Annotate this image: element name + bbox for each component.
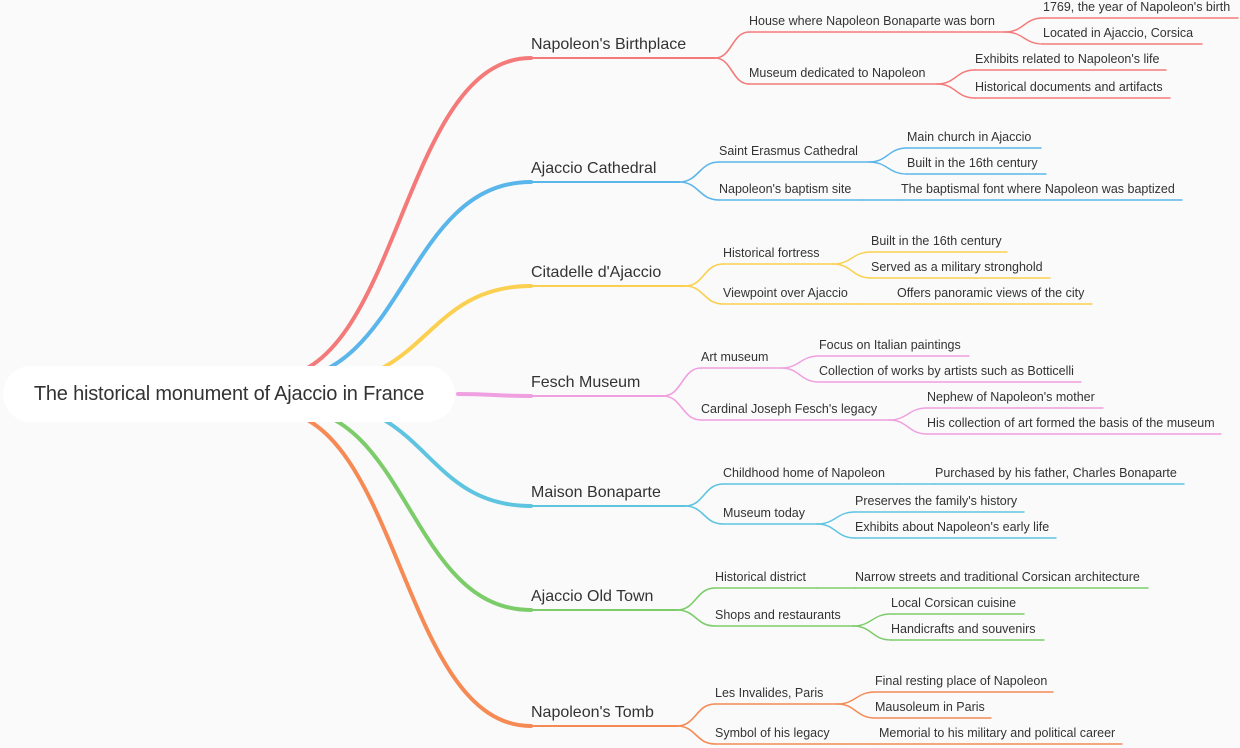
sub-connector (662, 395, 702, 421)
branch-label[interactable]: Citadelle d'Ajaccio (531, 264, 662, 281)
leaf-label[interactable]: Mausoleum in Paris (875, 700, 985, 714)
sub-connector (684, 505, 724, 525)
leaf-label[interactable]: Exhibits about Napoleon's early life (855, 520, 1050, 534)
subtopic-label[interactable]: Art museum (701, 350, 769, 364)
leaf-connector (780, 355, 820, 369)
leaf-label[interactable]: Collection of works by artists such as B… (819, 364, 1074, 378)
leaf-label[interactable]: Built in the 16th century (907, 156, 1038, 170)
leaf-connector (868, 161, 908, 175)
sub-connector (684, 483, 724, 507)
sub-connector (714, 57, 750, 85)
sub-connector (676, 703, 716, 727)
sub-connector (676, 725, 716, 745)
leaf-label[interactable]: Final resting place of Napoleon (875, 674, 1048, 688)
branch-connector (268, 56, 533, 380)
branch-label[interactable]: Ajaccio Old Town (531, 588, 654, 605)
leaf-label[interactable]: Offers panoramic views of the city (897, 286, 1085, 300)
subtopic-label[interactable]: Childhood home of Napoleon (723, 466, 885, 480)
leaf-label[interactable]: 1769, the year of Napoleon's birth (1043, 0, 1231, 14)
root-node[interactable]: The historical monument of Ajaccio in Fr… (3, 366, 455, 422)
subtopic-label[interactable]: Les Invalides, Paris (715, 686, 824, 700)
branch-label[interactable]: Napoleon's Birthplace (531, 36, 687, 53)
sub-connector (678, 181, 720, 201)
branch-connector (268, 408, 533, 728)
subtopic-label[interactable]: Historical fortress (723, 246, 820, 260)
leaf-label[interactable]: His collection of art formed the basis o… (927, 416, 1215, 430)
leaf-label[interactable]: Built in the 16th century (871, 234, 1002, 248)
sub-connector (676, 609, 716, 627)
leaf-label[interactable]: Purchased by his father, Charles Bonapar… (935, 466, 1177, 480)
sub-connector (714, 31, 750, 59)
leaf-connector (1004, 17, 1044, 33)
leaf-label[interactable]: Served as a military stronghold (871, 260, 1043, 274)
subtopic-label[interactable]: Museum dedicated to Napoleon (749, 66, 926, 80)
sub-connector (684, 285, 724, 305)
leaf-connector (852, 613, 892, 627)
subtopic-label[interactable]: Napoleon's baptism site (719, 182, 852, 196)
branch-connector (456, 392, 533, 398)
branch-label[interactable]: Maison Bonaparte (531, 484, 661, 501)
leaf-label[interactable]: Main church in Ajaccio (907, 130, 1032, 144)
leaf-label[interactable]: Focus on Italian paintings (819, 338, 961, 352)
leaf-label[interactable]: Memorial to his military and political c… (879, 726, 1116, 740)
sub-connector (676, 587, 716, 611)
leaf-label[interactable]: Handicrafts and souvenirs (891, 622, 1036, 636)
leaf-label[interactable]: Nephew of Napoleon's mother (927, 390, 1095, 404)
sub-connector (684, 263, 724, 287)
subtopic-label[interactable]: Saint Erasmus Cathedral (719, 144, 858, 158)
subtopic-label[interactable]: Viewpoint over Ajaccio (723, 286, 848, 300)
leaf-connector (836, 691, 876, 705)
subtopic-label[interactable]: Historical district (715, 570, 806, 584)
leaf-connector (888, 419, 928, 435)
branch-label[interactable]: Ajaccio Cathedral (531, 160, 657, 177)
leaf-label[interactable]: Located in Ajaccio, Corsica (1043, 26, 1194, 40)
leaf-label[interactable]: Preserves the family's history (855, 494, 1018, 508)
leaf-connector (868, 147, 908, 163)
leaf-connector (936, 83, 976, 99)
leaf-connector (1004, 31, 1044, 45)
sub-connector (662, 367, 702, 397)
subtopic-label[interactable]: Cardinal Joseph Fesch's legacy (701, 402, 878, 416)
sub-connector (678, 161, 720, 183)
branch-label[interactable]: Napoleon's Tomb (531, 704, 654, 721)
leaf-label[interactable]: The baptismal font where Napoleon was ba… (901, 182, 1175, 196)
root-title: The historical monument of Ajaccio in Fr… (33, 382, 425, 405)
leaf-connector (816, 523, 856, 539)
subtopic-label[interactable]: Museum today (723, 506, 805, 520)
leaf-connector (832, 263, 872, 279)
leaf-connector (888, 407, 928, 421)
leaf-connector (816, 511, 856, 525)
leaf-connector (936, 69, 976, 85)
leaf-label[interactable]: Narrow streets and traditional Corsican … (855, 570, 1140, 584)
branch-label[interactable]: Fesch Museum (531, 374, 641, 391)
subtopic-label[interactable]: Shops and restaurants (715, 608, 841, 622)
leaf-connector (852, 625, 892, 641)
subtopic-label[interactable]: House where Napoleon Bonaparte was born (749, 14, 995, 28)
leaf-label[interactable]: Historical documents and artifacts (975, 80, 1163, 94)
leaf-connector (780, 367, 820, 383)
subtopic-label[interactable]: Symbol of his legacy (715, 726, 830, 740)
leaf-connector (836, 703, 876, 719)
leaf-label[interactable]: Exhibits related to Napoleon's life (975, 52, 1160, 66)
leaf-label[interactable]: Local Corsican cuisine (891, 596, 1017, 610)
leaf-connector (832, 251, 872, 265)
